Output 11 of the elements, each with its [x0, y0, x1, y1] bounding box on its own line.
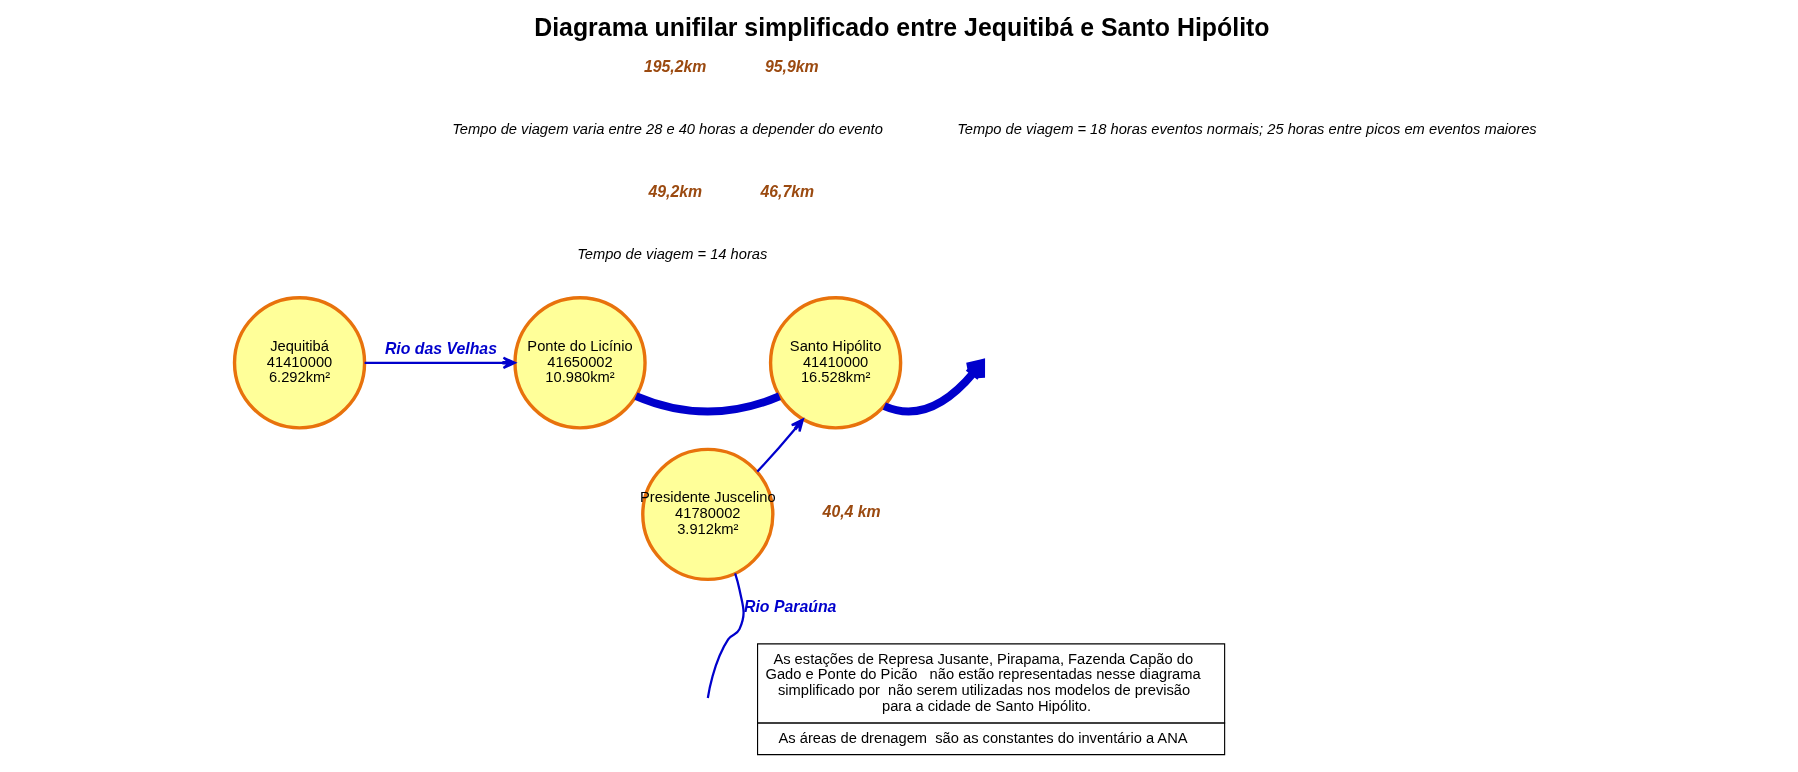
label: 49,2km: [647, 182, 702, 200]
label: Tempo de viagem varia entre 28 e 40 horas a depender do evento: [451, 121, 883, 138]
label: 95,9km: [764, 58, 819, 76]
label: 40,4 km: [822, 503, 881, 521]
diagram-title: Diagrama unifilar simplificado entre Jequitibá e Santo Hipólito: [533, 13, 1270, 42]
edge-label: Rio das Velhas: [384, 340, 497, 357]
label: Tempo de viagem = 14 horas: [576, 245, 767, 262]
label: Tempo de viagem = 18 horas eventos normais; 25 horas entre picos em eventos maiores: [956, 121, 1537, 138]
label: 195,2km: [643, 58, 706, 76]
edge-label: Rio Paraúna: [743, 598, 836, 616]
label: 46,7km: [759, 182, 814, 200]
